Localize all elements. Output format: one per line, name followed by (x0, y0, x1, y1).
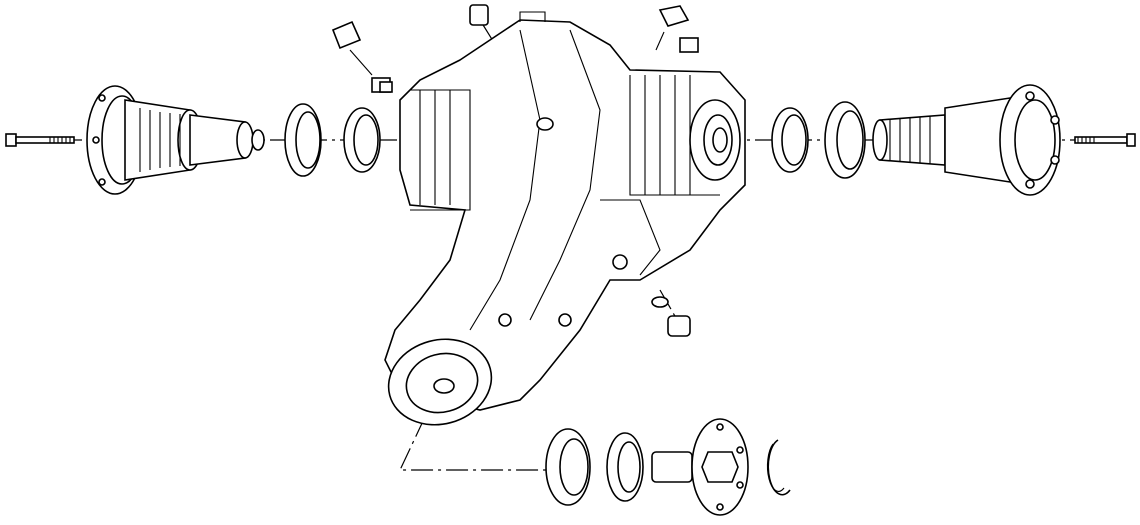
front-output-housing (387, 338, 493, 426)
front-seal (545, 428, 591, 506)
transfer-case-housing (384, 11, 746, 411)
plug-right (679, 37, 699, 53)
right-seal-outer (824, 101, 866, 179)
plug-left (371, 77, 393, 93)
left-flange-shaft (86, 85, 265, 195)
right-bolt (1074, 133, 1136, 147)
clip-left (331, 20, 373, 76)
left-bolt (5, 133, 75, 147)
right-flange-shaft (872, 84, 1061, 196)
snap-ring (766, 439, 791, 496)
left-seal-inner (343, 107, 381, 173)
drain-plug (651, 296, 691, 337)
front-bearing-ring (606, 432, 644, 502)
left-seal-outer (284, 103, 322, 177)
front-flange (651, 418, 749, 516)
clip-right (655, 5, 690, 51)
right-seal-inner (771, 107, 809, 173)
breather-top (469, 4, 489, 26)
